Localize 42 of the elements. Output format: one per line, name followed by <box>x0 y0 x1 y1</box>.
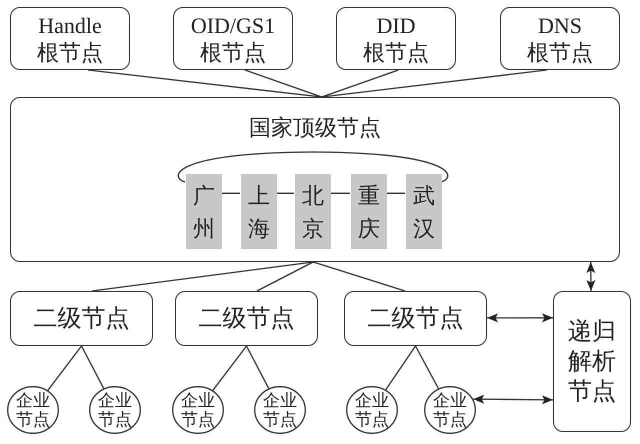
node-box: 递归解析节点 <box>553 291 631 432</box>
connector-line <box>244 69 322 98</box>
double-arrow <box>487 313 553 322</box>
connector-line <box>256 261 314 292</box>
connector-line <box>80 346 104 389</box>
connector-line <box>321 69 399 98</box>
ellipse-node: 企业节点 <box>424 386 476 434</box>
ellipse-node: 企业节点 <box>7 386 59 434</box>
connector-line <box>221 192 240 194</box>
node-box: Handle 根节点 <box>10 7 130 70</box>
connector-line <box>414 346 439 389</box>
label-tile: 北京 <box>295 174 331 249</box>
connector-line <box>385 346 416 390</box>
label-tile: 广州 <box>186 174 222 249</box>
label-tile: 上海 <box>241 174 277 249</box>
connector-line <box>330 192 350 194</box>
node-box: 二级节点 <box>175 291 318 346</box>
container-box <box>10 97 620 262</box>
connector-line <box>246 346 270 389</box>
label-tile: 重庆 <box>351 174 387 249</box>
double-arrow <box>473 394 553 404</box>
ellipse-node: 企业节点 <box>172 386 224 434</box>
curved-line <box>178 151 448 183</box>
connector-line <box>276 192 294 194</box>
connector-line <box>322 69 547 98</box>
box-heading: 国家顶级节点 <box>249 115 381 141</box>
connector-line <box>313 261 406 292</box>
connector-line <box>47 346 82 391</box>
double-arrow <box>586 262 596 291</box>
label-tile: 武汉 <box>406 174 442 249</box>
node-box: DNS 根节点 <box>500 7 620 70</box>
connector-line <box>88 69 322 98</box>
node-box: 二级节点 <box>344 291 487 346</box>
node-box: DID 根节点 <box>336 7 456 70</box>
node-box: OID/GS1 根节点 <box>173 7 293 70</box>
node-box: 二级节点 <box>10 291 153 346</box>
ellipse-node: 企业节点 <box>346 386 398 434</box>
connector-line <box>212 346 248 391</box>
connector-line <box>386 192 405 194</box>
ellipse-node: 企业节点 <box>254 386 306 434</box>
ellipse-node: 企业节点 <box>89 386 141 434</box>
connector-line <box>92 261 314 292</box>
